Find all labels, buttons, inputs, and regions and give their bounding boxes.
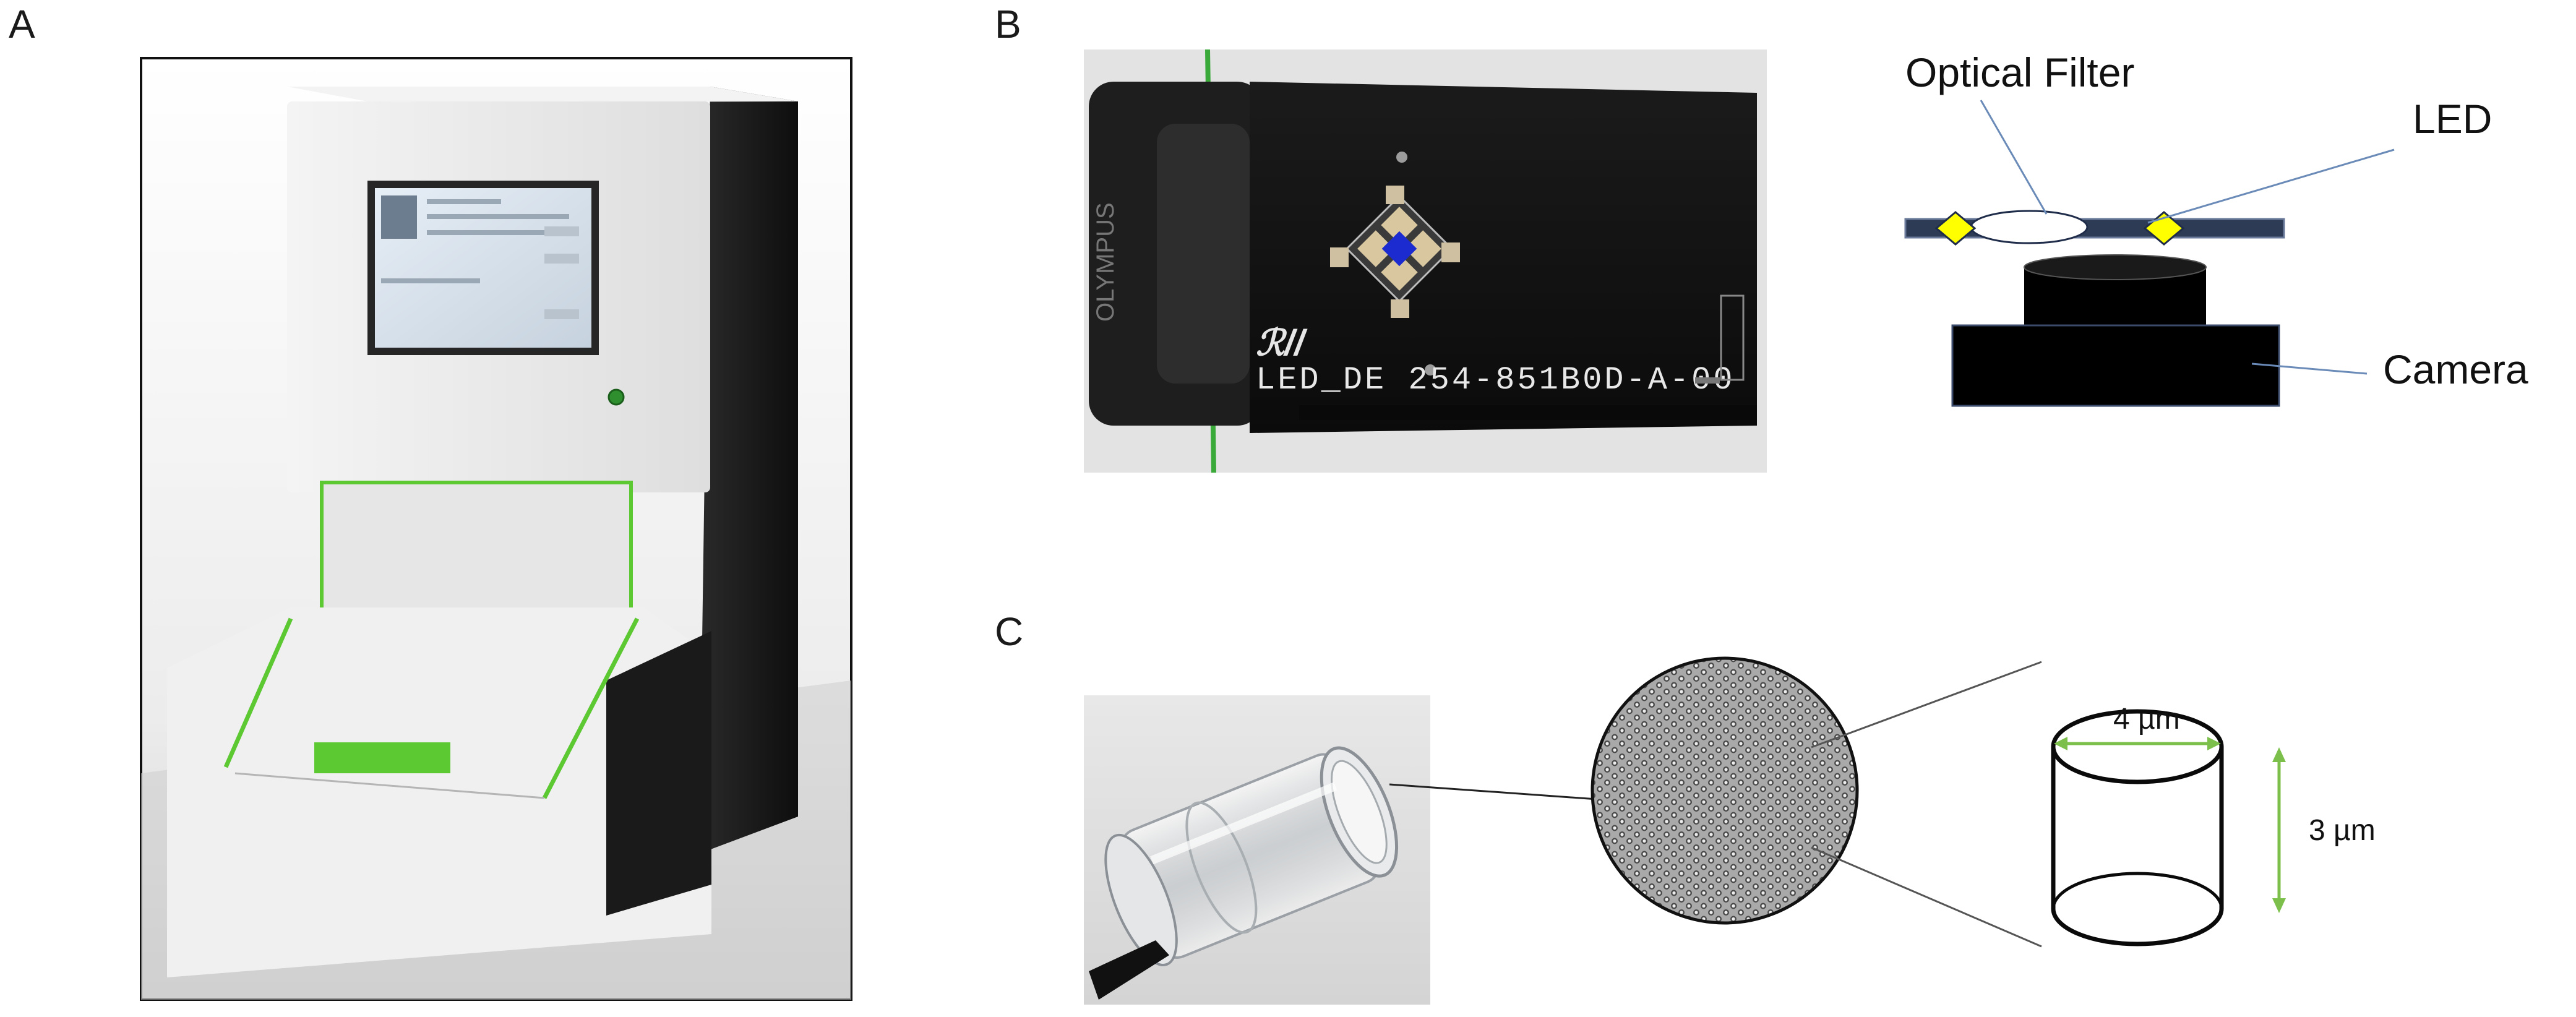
depth-arrowhead-bottom [2272,898,2286,913]
camera-body-shape [1951,324,2280,407]
label-led: LED [2413,96,2492,142]
microwell-pattern [1592,658,1857,923]
panel-label-a: A [9,2,35,46]
screen-line [381,278,480,283]
single-well-diagram: 4 µm 3 µm [2051,703,2376,946]
leader-camera [2251,363,2368,375]
screen-line [427,199,501,204]
panel-label-c: C [995,609,1024,654]
leader-tube-to-array [1389,783,1598,800]
drawer-slot [314,742,450,773]
sample-door [320,481,633,633]
tweezers [1089,940,1169,1000]
lens-top [2024,254,2207,280]
mount-hole [1396,152,1407,163]
screen-line [427,230,551,235]
pcb-logo: ℛ// [1256,323,1308,363]
instrument-lower-body [167,607,711,977]
screen-button [544,309,579,319]
panel-label-b: B [995,2,1021,46]
depth-arrowhead-top [2272,747,2286,762]
pcb-part-number: LED_DE 254-851B0D-A-00 [1256,362,1735,398]
led-chip [1391,299,1409,318]
drawer-edge [234,772,545,799]
optics-schematic: Optical Filter LED Camera [1904,49,2528,407]
cuvette-photo [1084,695,1598,1005]
drawer-green-trim [223,617,640,799]
led-pcb [1250,82,1757,433]
label-camera: Camera [2383,346,2528,392]
well-bottom-front [2051,908,2224,946]
led-chip [1330,247,1349,267]
lower-side-panel [606,631,711,916]
pcb-connector [1720,294,1745,381]
instrument-top [287,87,798,103]
label-well-diameter: 4 µm [2113,703,2180,736]
instrument-side-panel [699,87,798,854]
screen-button [544,226,579,236]
led-cluster [1346,195,1453,303]
instrument-photo [140,57,852,1001]
well-bottom-back [2051,872,2223,909]
pcb-edge [1299,405,1757,420]
camera-grip [1157,124,1250,384]
led-diamond-left [1934,211,1977,246]
led-chip [1441,242,1460,262]
leader-optical-filter [1980,100,2048,215]
screen-button [544,254,579,264]
pcb-marking [1695,377,1720,384]
leader-led [2147,148,2395,224]
label-optical-filter: Optical Filter [1905,49,2134,95]
camera-brand: OLYMPUS [1092,202,1119,322]
diameter-arrowhead-right [2207,737,2221,750]
mount-hole [1425,364,1436,375]
zoom-line-top [1811,661,2042,749]
microwell-outline [1591,656,1859,925]
label-well-depth: 3 µm [2309,814,2376,847]
led-board-photo: OLYMPUS ℛ// LED_DE 254-851B0D-A-00 [1084,49,1767,473]
transparent-tube [1104,746,1399,966]
zoom-line-bottom [1811,846,2042,948]
power-indicator [608,388,625,406]
screen-thumbnail [381,195,417,239]
microwell-array [1591,656,2042,948]
screen-line [427,214,569,219]
led-chip [1386,186,1404,204]
diameter-arrowhead-left [2054,737,2067,750]
optical-filter-shape [1970,210,2089,244]
